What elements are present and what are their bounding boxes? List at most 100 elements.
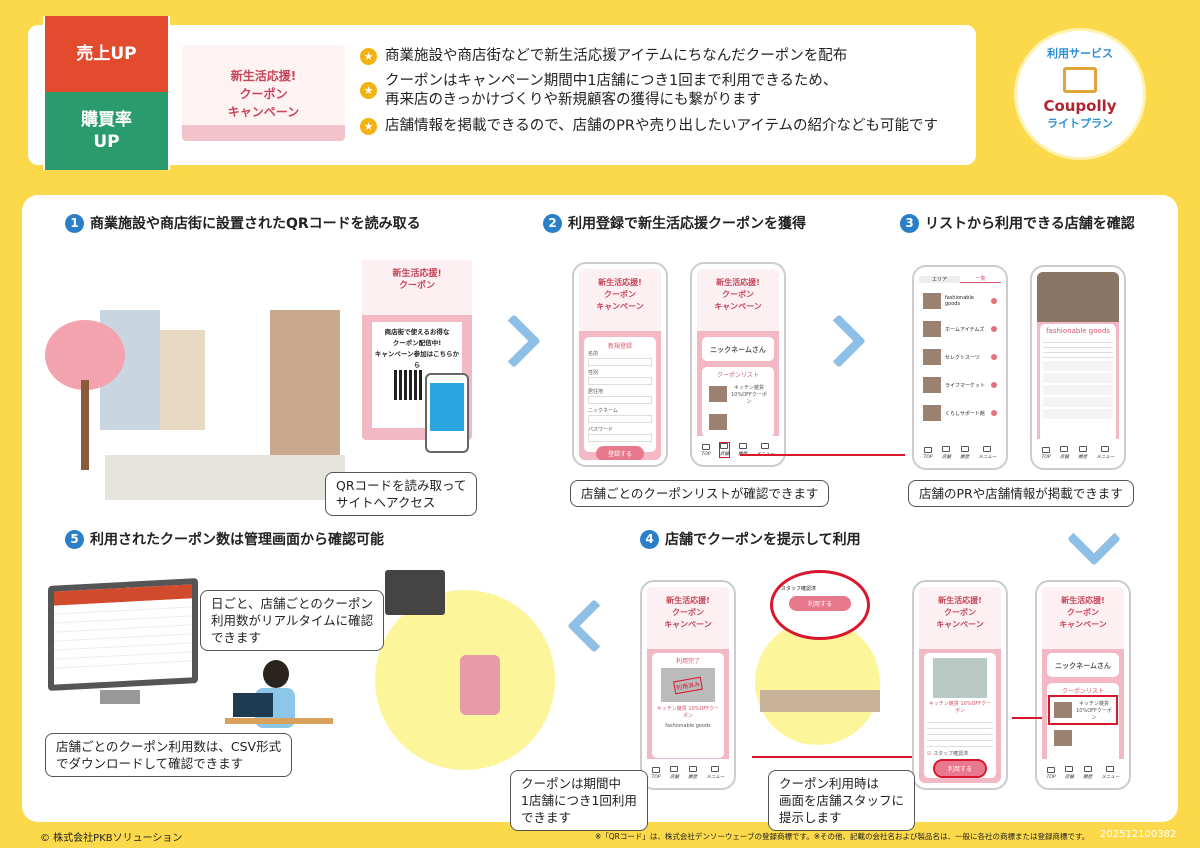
connector-arrow	[1012, 717, 1042, 719]
coupon-item[interactable]: キッチン雑貨 10%OFFクーポン	[705, 381, 771, 407]
star-icon: ★	[360, 82, 377, 99]
bottom-nav: TOP 店舗 履歴メニュー	[919, 439, 1001, 463]
nav-label: TOP	[1041, 455, 1051, 460]
nav-label: 履歴	[1083, 775, 1093, 780]
nav-history[interactable]: 履歴	[1083, 766, 1092, 780]
tab-area[interactable]: エリア	[919, 275, 960, 283]
bullet: ★商業施設や商店街などで新生活応援アイテムにちなんだクーポンを配布	[360, 47, 847, 66]
nav-label: 店舗	[941, 455, 951, 460]
shop-item[interactable]: くらしサポート館	[919, 400, 1001, 426]
use-button[interactable]: 利用する	[933, 759, 987, 778]
shop-name: fashionable goods	[665, 723, 711, 729]
coupon-name: キッチン雑貨 10%OFFクーポン	[928, 701, 992, 714]
gender-select[interactable]	[588, 377, 652, 385]
nav-history[interactable]: 履歴	[688, 766, 697, 780]
coupon-name: キッチン雑貨 10%OFFクーポン	[656, 706, 720, 719]
shop-item[interactable]: ホームアイテムズ	[919, 316, 1001, 342]
cherry-tree	[45, 320, 125, 390]
campaign-header: 新生活応援!クーポンキャンペーン	[697, 269, 779, 331]
campaign-title: 新生活応援!	[938, 596, 982, 605]
nav-menu[interactable]: メニュー	[1096, 446, 1114, 460]
campaign-header: 新生活応援!クーポンキャンペーン	[919, 587, 1001, 649]
staff-check-checkbox[interactable]: ☑ スタッフ確認済	[927, 751, 969, 757]
field-label: ニックネーム	[588, 408, 618, 414]
coupon-item-selected[interactable]: キッチン雑貨 10%OFFクーポン	[1048, 695, 1118, 725]
name-input[interactable]	[588, 358, 652, 366]
phone-shop-list: エリア一覧 fashionable goods ホームアイテムズ セレクトスーツ…	[912, 265, 1008, 470]
nav-top[interactable]: TOP	[1042, 447, 1051, 460]
step-title: 利用されたクーポン数は管理画面から確認可能	[90, 532, 384, 548]
shop-name: ライフマーケット	[945, 382, 986, 389]
nav-shops[interactable]: 店舗	[1065, 766, 1074, 780]
residence-select[interactable]	[588, 396, 652, 404]
step-number: 5	[65, 529, 84, 549]
step-1-heading: 1 商業施設や商店街に設置されたQRコードを読み取る	[65, 213, 421, 233]
nav-shops[interactable]: 店舗	[942, 446, 951, 460]
nav-menu[interactable]: メニュー	[1101, 766, 1119, 780]
nav-menu[interactable]: メニュー	[978, 446, 996, 460]
shop-item[interactable]: fashionable goods	[919, 288, 1001, 314]
nav-top[interactable]: TOP	[1047, 767, 1056, 780]
phone-used: 新生活応援!クーポンキャンペーン 利用完了 利用済み キッチン雑貨 10%OFF…	[640, 580, 736, 790]
shop-photo	[1037, 272, 1119, 322]
staff-check-label: スタッフ確認済	[781, 586, 817, 592]
tab-list[interactable]: 一覧	[960, 275, 1001, 283]
copyright: © 株式会社PKBソリューション	[40, 833, 183, 844]
step-title: 商業施設や商店街に設置されたQRコードを読み取る	[90, 216, 421, 232]
coupon-list-title: クーポンリスト	[1061, 688, 1104, 695]
staff-illustration	[755, 620, 880, 745]
bottom-nav: TOP 店舗履歴 メニュー	[1042, 759, 1124, 783]
shop-item[interactable]: セレクトスーツ	[919, 344, 1001, 370]
nickname-input[interactable]	[588, 415, 652, 423]
coupon-list-callout: 店舗ごとのクーポンリストが確認できます	[570, 480, 830, 507]
step-title: 利用登録で新生活応援クーポンを獲得	[568, 216, 806, 232]
nav-history[interactable]: 履歴	[1078, 446, 1087, 460]
campaign-subtitle2: キャンペーン	[664, 620, 712, 629]
nickname-card: ニックネームさん	[702, 337, 774, 361]
csv-callout: 店舗ごとのクーポン利用数は、CSV形式 でダウンロードして確認できます	[45, 733, 293, 777]
document-code: 202512100382	[1100, 829, 1177, 840]
nav-top[interactable]: TOP	[924, 447, 933, 460]
nav-history[interactable]: 履歴	[960, 446, 969, 460]
nav-menu[interactable]: メニュー	[706, 766, 724, 780]
bottom-nav: TOP 店舗履歴メニュー	[647, 759, 729, 783]
bullet-text: クーポンはキャンペーン期間中1店舗につき1回まで利用できるため、 再来店のきっか…	[385, 73, 838, 108]
show-staff-callout: クーポン利用時は 画面を店舗スタッフに 提示します	[768, 770, 916, 831]
bullet: ★ クーポンはキャンペーン期間中1店舗につき1回まで利用できるため、 再来店のきっ…	[360, 72, 837, 110]
purchase-rate-badge: 購買率 UP	[43, 92, 170, 170]
bullet: ★店舗情報を掲載できるので、店舗のPRや売り出したいアイテムの紹介なども可能です	[360, 117, 938, 136]
coupon-item[interactable]	[1050, 725, 1116, 751]
nav-label: 店舗	[719, 452, 729, 457]
service-brand: Coupolly	[1043, 97, 1117, 115]
step-number: 1	[65, 213, 84, 233]
shop-name: セレクトスーツ	[945, 354, 980, 361]
nav-top[interactable]: TOP	[702, 444, 711, 457]
field-label: 性別	[588, 370, 599, 376]
jacket-illustration	[460, 655, 500, 715]
bullet-text: 店舗情報を掲載できるので、店舗のPRや売り出したいアイテムの紹介なども可能です	[385, 118, 938, 134]
nav-shops[interactable]: 店舗	[1060, 446, 1069, 460]
street-illustration	[45, 270, 345, 500]
nav-label: 店舗	[1059, 455, 1069, 460]
use-button[interactable]: 利用する	[789, 596, 851, 611]
nav-label: メニュー	[1101, 775, 1120, 780]
coupon-item[interactable]	[705, 409, 771, 435]
shop-name: fashionable goods	[945, 295, 974, 307]
nav-shops[interactable]: 店舗	[670, 766, 679, 780]
password-input[interactable]	[588, 434, 652, 442]
trademark-note: ※「QRコード」は、株式会社デンソーウェーブの登録商標です。※その他、記載の会社…	[595, 832, 1090, 841]
campaign-header: 新生活応援!クーポンキャンペーン	[579, 269, 661, 331]
field-label: パスワード	[588, 427, 614, 433]
shop-item[interactable]: ライフマーケット	[919, 372, 1001, 398]
step-number: 2	[543, 213, 562, 233]
step-5-heading: 5 利用されたクーポン数は管理画面から確認可能	[65, 529, 384, 549]
register-button[interactable]: 登録する	[596, 446, 644, 460]
nav-top[interactable]: TOP	[652, 767, 661, 780]
campaign-subtitle2: キャンペーン	[714, 302, 762, 311]
service-label: 利用サービス	[1047, 47, 1113, 60]
bullet-text: 商業施設や商店街などで新生活応援アイテムにちなんだクーポンを配布	[385, 48, 848, 64]
campaign-title: 新生活応援!	[1061, 596, 1105, 605]
nav-shops[interactable]: 店舗	[718, 442, 730, 458]
